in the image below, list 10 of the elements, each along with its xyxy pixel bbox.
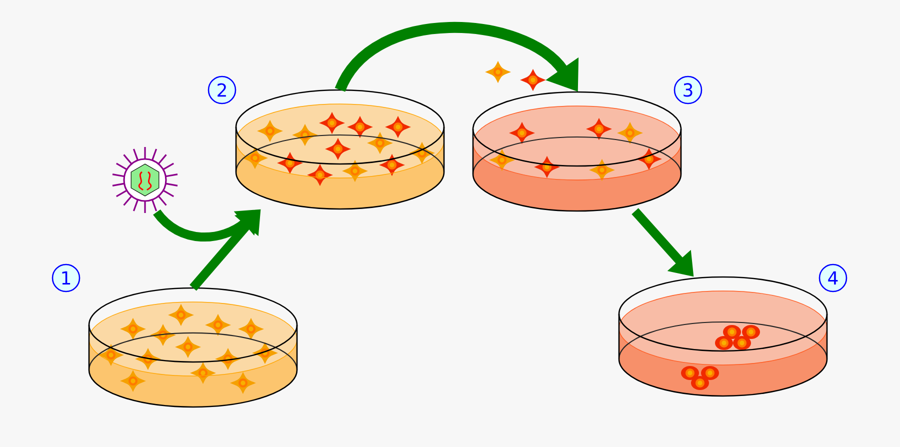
callout-number: 1 [52, 264, 80, 292]
callout-number: 4 [818, 264, 848, 292]
petri-dish-drawing [618, 276, 828, 397]
callout-number: 2 [208, 76, 236, 104]
virus-drawing [112, 147, 178, 213]
petri-dish-drawing [235, 89, 445, 210]
petri-dish-drawing [472, 91, 682, 212]
callout-number: 3 [674, 76, 702, 104]
arrow [335, 22, 579, 92]
petri-dish-drawing [88, 287, 298, 408]
